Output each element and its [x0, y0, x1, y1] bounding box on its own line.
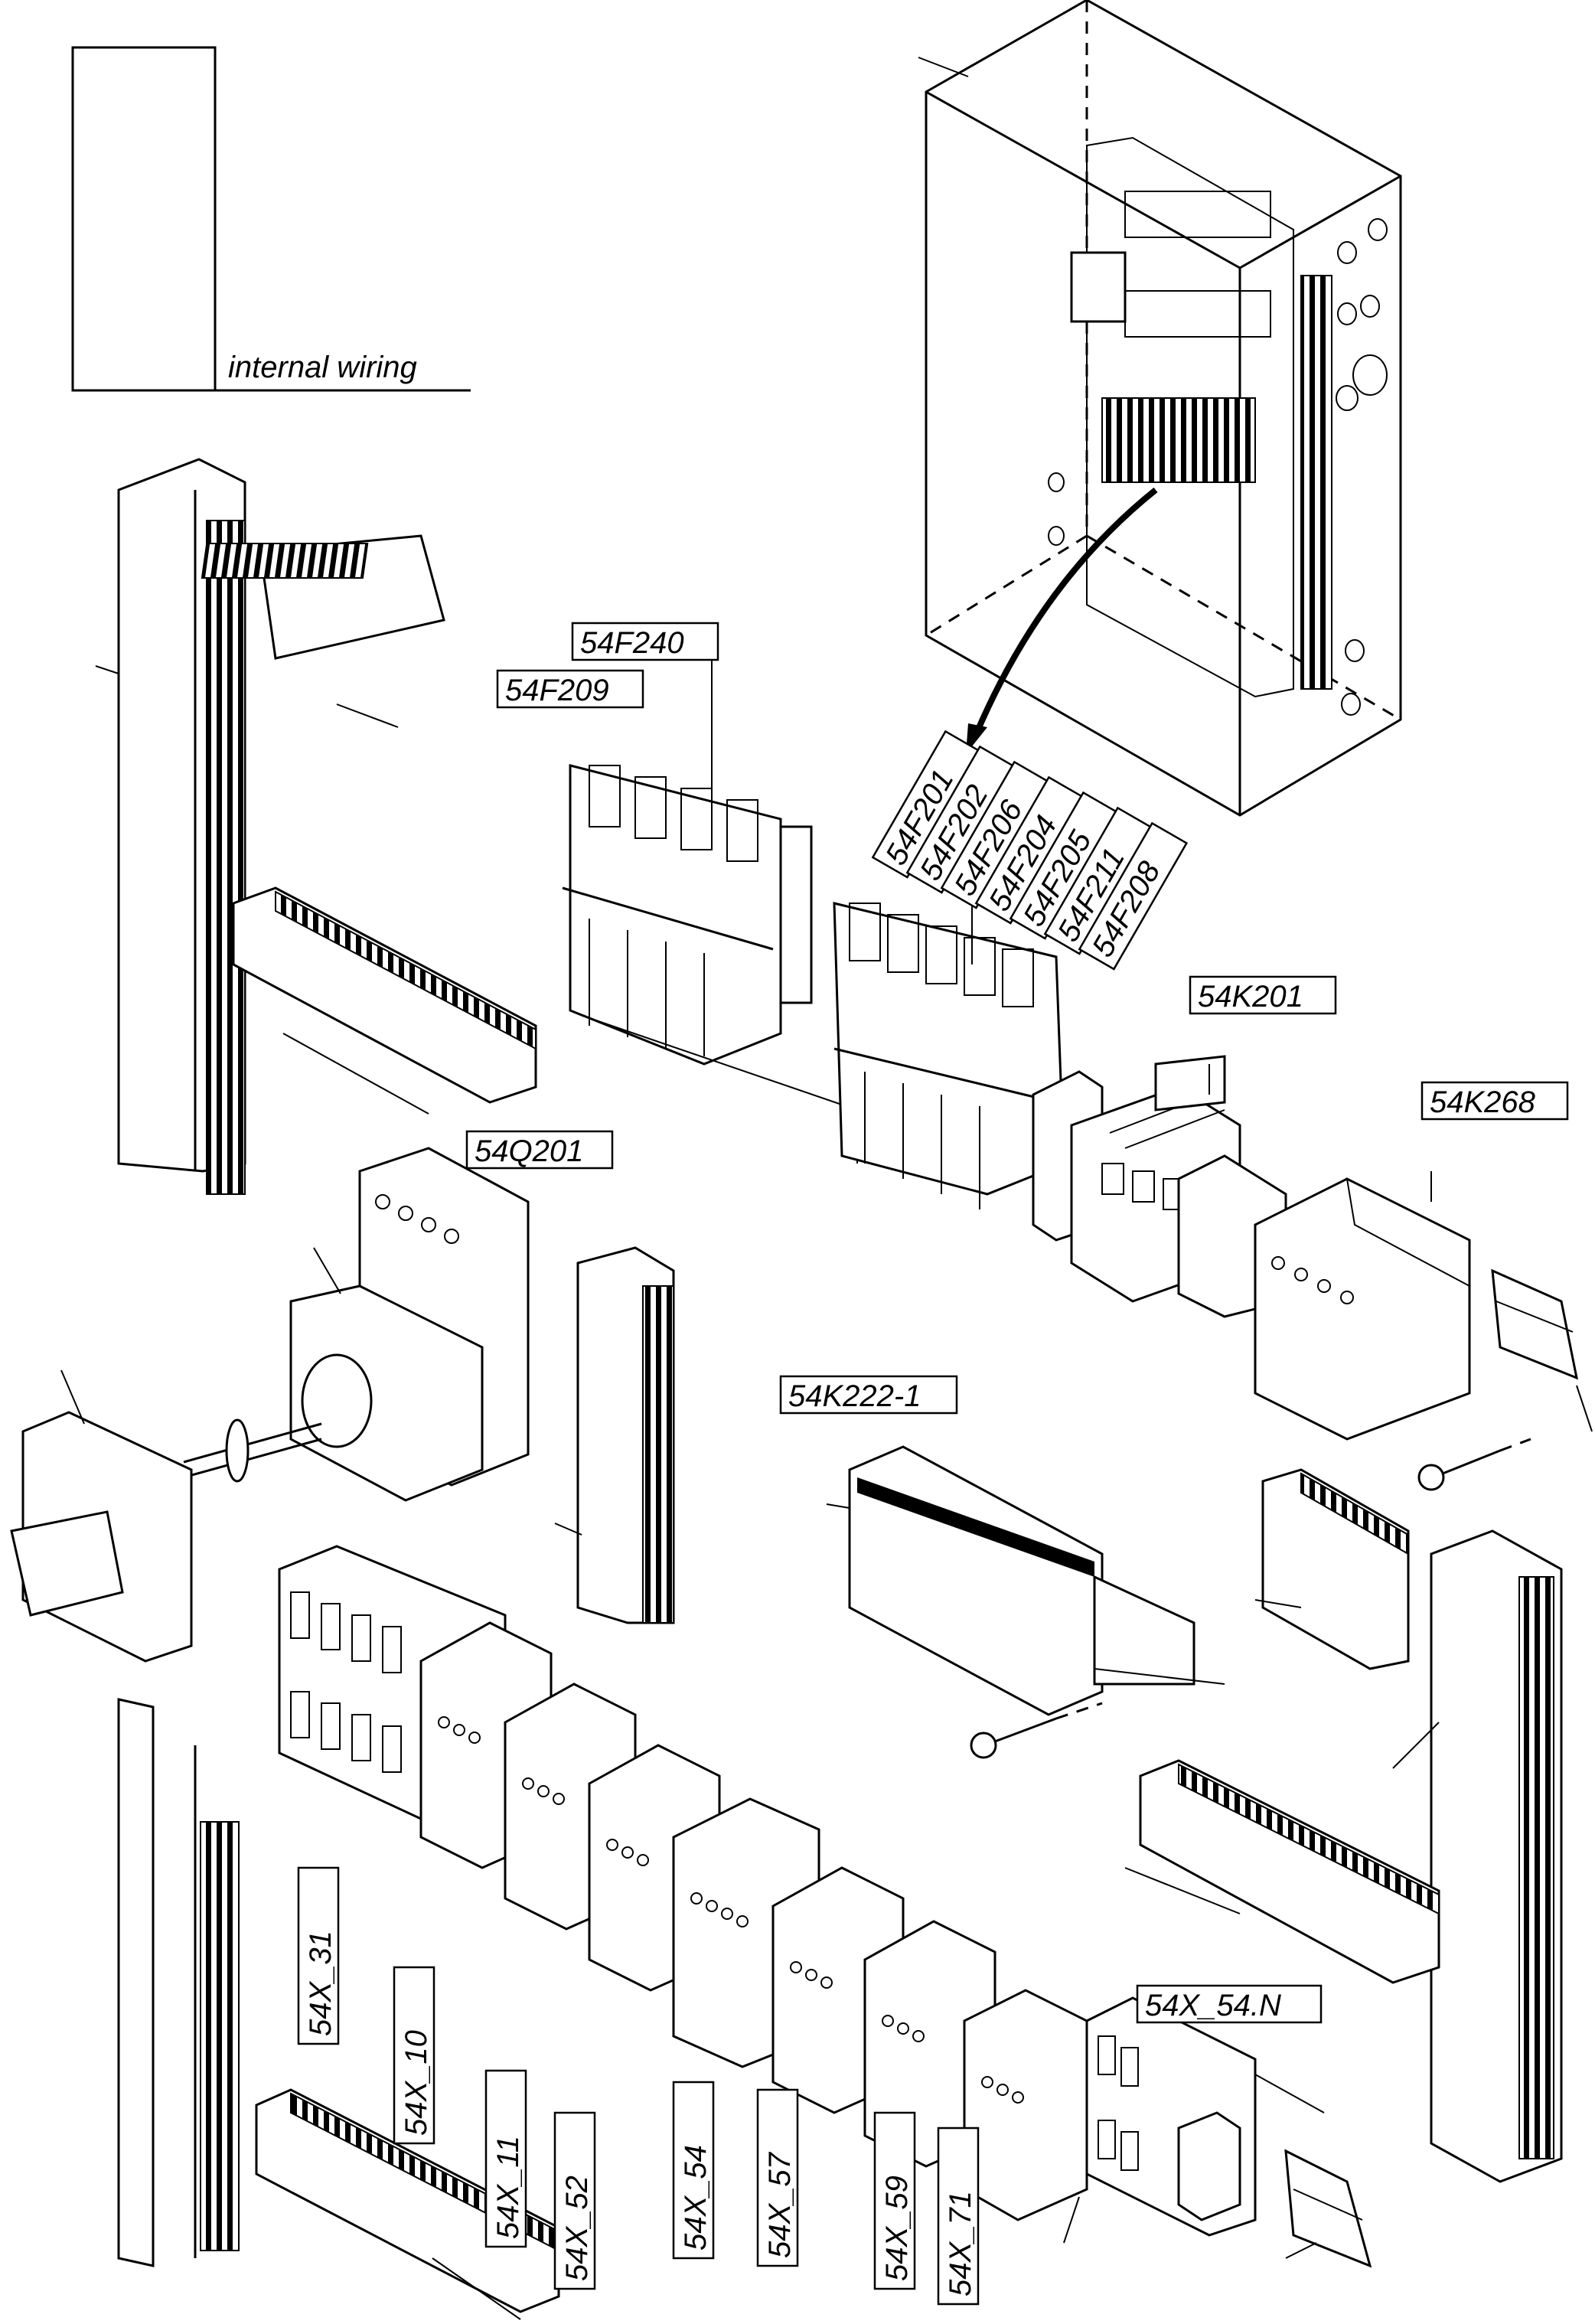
svg-text:54F240: 54F240	[580, 626, 684, 660]
svg-text:54K201: 54K201	[1198, 980, 1303, 1013]
svg-text:54X_54: 54X_54	[679, 2145, 713, 2251]
enclosure-breaker-row	[1070, 191, 1271, 483]
duct-horizontal-mid	[232, 886, 537, 1115]
label-54x31: 54X_31	[297, 1866, 340, 2045]
svg-text:54X_10: 54X_10	[400, 2030, 433, 2136]
switch-54q201	[289, 1147, 530, 1502]
svg-text:54K268: 54K268	[1430, 1085, 1536, 1119]
cable-duct-right-short	[1254, 1468, 1410, 1670]
label-54x57: 54X_57	[756, 2088, 799, 2267]
enclosure-holes	[1048, 218, 1388, 716]
label-54k268: 54K268	[1420, 1081, 1569, 1121]
breaker-block-lower	[833, 842, 1065, 1209]
label-54x52: 54X_52	[553, 2111, 596, 2290]
label-54x54n: 54X_54.N	[1136, 1984, 1323, 2024]
svg-text:54X_11: 54X_11	[491, 2136, 525, 2239]
svg-text:54F209: 54F209	[505, 674, 609, 707]
duct-cover-top	[201, 534, 445, 728]
svg-text:54K222-1: 54K222-1	[788, 1379, 921, 1413]
label-54k222-1: 54K222-1	[779, 1375, 958, 1415]
breaker-block-upper	[562, 635, 858, 1164]
cable-duct-left	[95, 458, 246, 1195]
label-54f209: 54F209	[496, 669, 644, 709]
legend-label: internal wiring	[228, 351, 417, 384]
relay-54k222-1	[826, 1445, 1225, 1716]
label-54x59: 54X_59	[873, 2111, 916, 2290]
label-54x10: 54X_10	[393, 1966, 435, 2145]
label-54x11: 54X_11	[484, 2069, 527, 2248]
screw-middle	[970, 1702, 1103, 1759]
duct-horizontal-right	[1124, 1759, 1440, 1984]
cable-duct-right-tall	[1392, 1529, 1563, 2183]
component-labels: 54F240 54F209 54K201 54K268 54Q201 54K22…	[297, 622, 1569, 2306]
label-54x71: 54X_71	[937, 2127, 980, 2306]
enclosure	[918, 0, 1402, 817]
terminal-module-row	[419, 1621, 1088, 2244]
svg-text:54X_71: 54X_71	[944, 2191, 977, 2296]
terminal-block-54x54n	[1085, 1996, 1325, 2237]
svg-text:54X_59: 54X_59	[880, 2175, 914, 2281]
label-54q201: 54Q201	[465, 1130, 614, 1170]
label-54k201: 54K201	[1189, 975, 1337, 1015]
cable-duct-center	[554, 1246, 675, 1624]
svg-text:54X_31: 54X_31	[304, 1931, 338, 2036]
screw-right	[1417, 1438, 1531, 1491]
svg-text:54X_54.N: 54X_54.N	[1145, 1989, 1281, 2022]
din-rail-right	[1491, 1268, 1593, 1432]
label-54x54: 54X_54	[672, 2081, 715, 2260]
legend: internal wiring	[71, 46, 471, 392]
cable-duct-bottom-left	[117, 1698, 240, 2267]
din-rail-bottom-right	[1284, 2149, 1372, 2268]
svg-text:54X_57: 54X_57	[763, 2151, 797, 2258]
svg-text:54X_52: 54X_52	[560, 2175, 594, 2281]
label-54f240: 54F240	[571, 622, 719, 661]
rotary-handle	[10, 1369, 322, 1663]
relay-54k268	[1177, 1154, 1471, 1441]
svg-text:54Q201: 54Q201	[475, 1134, 583, 1168]
